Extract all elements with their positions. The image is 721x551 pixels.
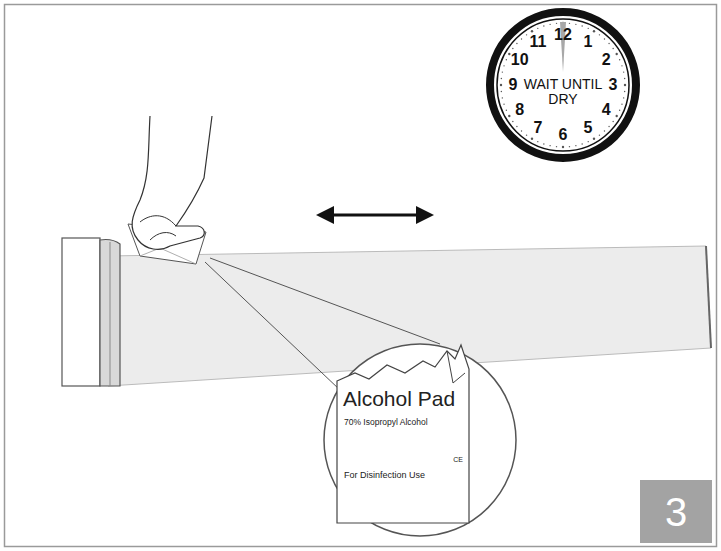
clock-tick: [612, 48, 613, 49]
clock-tick: [508, 115, 510, 117]
clock-tick: [575, 24, 576, 25]
ingredient-text: 70% Isopropyl Alcohol: [344, 417, 428, 427]
clock-tick: [608, 126, 609, 127]
clock-tick: [569, 146, 570, 147]
torn-flap: [447, 351, 465, 383]
roll-edge: [100, 240, 120, 387]
roll: [62, 238, 100, 386]
arrow-head: [316, 206, 334, 224]
clock-tick: [581, 25, 582, 26]
clock-tick: [521, 38, 522, 39]
clock-tick: [604, 38, 605, 39]
clock-tick: [503, 103, 504, 104]
clock-number: 5: [584, 120, 593, 136]
clock-tick: [526, 34, 527, 35]
clock-tick: [531, 30, 533, 32]
clock-tick: [516, 43, 517, 44]
clock-tick: [506, 110, 507, 111]
clock-tick: [516, 126, 517, 127]
clock-tick: [624, 91, 625, 92]
clock-number: 4: [602, 102, 611, 118]
clock-tick: [531, 137, 533, 139]
clock-tick: [549, 145, 550, 146]
clock-tick: [624, 84, 626, 86]
clock-tick: [537, 28, 538, 29]
clock-tick: [537, 141, 538, 142]
clock-inner-ring: [497, 19, 629, 151]
clock-tick: [623, 71, 624, 72]
clock-tick: [593, 30, 595, 32]
arrow-head: [416, 206, 434, 224]
clock-tick: [503, 65, 504, 66]
clock-number: 11: [530, 34, 547, 50]
clock-tick: [500, 84, 502, 86]
leader-line: [210, 258, 440, 344]
usage-text: For Disinfection Use: [344, 470, 425, 480]
clock-tick: [624, 78, 625, 79]
clock-tick: [623, 97, 624, 98]
hand-finger: [140, 216, 176, 226]
clock-tick: [593, 137, 595, 139]
clock-tick: [569, 23, 570, 24]
packet-shape: [337, 345, 469, 523]
clock-tick: [543, 143, 544, 144]
clock-tick: [556, 23, 557, 24]
hand: [132, 116, 212, 249]
clock-tick: [615, 53, 617, 55]
clock-tick: [619, 59, 620, 60]
clock-number: 8: [515, 102, 524, 118]
clock-number: 6: [559, 127, 568, 143]
clock-tick: [501, 78, 502, 79]
clock-number: 10: [511, 52, 529, 68]
clock-number: 7: [534, 120, 543, 136]
pad-fold: [140, 248, 196, 264]
clock-tick: [612, 121, 613, 122]
clock-tick: [588, 28, 589, 29]
clock-tick: [512, 48, 513, 49]
clock-tick: [521, 130, 522, 131]
clock-tick: [599, 34, 600, 35]
frame: [5, 5, 717, 547]
clock-ring: [490, 12, 636, 158]
clock-tick: [501, 91, 502, 92]
clock-tick: [599, 134, 600, 135]
clock-tick: [581, 143, 582, 144]
clock-tick: [556, 146, 557, 147]
clock-label: WAIT UNTIL DRY: [521, 77, 605, 106]
clock-tick: [621, 65, 622, 66]
step-number: 3: [665, 492, 687, 532]
clock-tick: [502, 71, 503, 72]
clock-tick: [615, 115, 617, 117]
magnifier-circle: [324, 344, 516, 536]
clock-tick: [526, 134, 527, 135]
ce-mark: CE: [453, 456, 463, 463]
clock-number: 1: [584, 34, 593, 50]
clock-number: 2: [602, 52, 611, 68]
clock-number: 12: [554, 27, 572, 43]
clock-tick: [619, 110, 620, 111]
clock-number: 9: [509, 77, 518, 93]
clock-tick: [575, 145, 576, 146]
product-name: Alcohol Pad: [343, 387, 455, 411]
clock-tick: [502, 97, 503, 98]
strip-edge: [706, 246, 711, 348]
clock-tick: [512, 121, 513, 122]
clock-tick: [562, 146, 564, 148]
step-number-box: 3: [640, 480, 712, 543]
motion-arrow: [330, 214, 420, 217]
clock-tick: [543, 25, 544, 26]
clock-tick: [621, 103, 622, 104]
packet-outline: [335, 343, 471, 525]
alcohol-pad-packet: Alcohol Pad 70% Isopropyl AlcoholCE For Di…: [335, 343, 471, 525]
roll-line: [110, 242, 111, 386]
clock-face: 12 12 3 45678 9 1011WAIT UNTIL DRY: [490, 12, 636, 158]
clock-tick: [506, 59, 507, 60]
clock-tick: [608, 43, 609, 44]
hand-thumb: [150, 233, 176, 240]
clock-tick: [588, 141, 589, 142]
clock-tick: [549, 24, 550, 25]
clock-tick: [508, 53, 510, 55]
clock-number: 3: [609, 77, 618, 93]
clock-tick: [604, 130, 605, 131]
